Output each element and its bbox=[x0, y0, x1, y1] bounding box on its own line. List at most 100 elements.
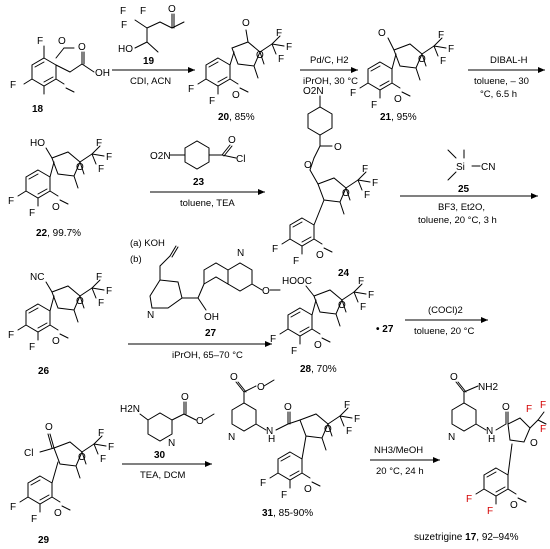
compound-31: O O N H N O O F F F F F O 31, 85-90% bbox=[228, 372, 360, 519]
atom-f: F bbox=[364, 190, 370, 201]
atom-o: O bbox=[76, 162, 84, 173]
atom-h: H bbox=[488, 434, 495, 445]
atom-o: O bbox=[304, 484, 312, 495]
atom-f: F bbox=[368, 290, 374, 301]
atom-n: N bbox=[228, 432, 235, 443]
atom-o: O bbox=[257, 382, 265, 393]
compound-number: 26 bbox=[38, 366, 50, 377]
compound-25: Si CN 25 bbox=[447, 149, 495, 195]
compound-28: HOOC O F F F F F O • 27 28, 70% bbox=[270, 276, 394, 375]
compound-name: suzetrigine 17, 92–94% bbox=[414, 532, 519, 543]
compound-number: 22, 99.7% bbox=[36, 228, 81, 239]
atom-f: F bbox=[96, 138, 102, 149]
atom-f: F bbox=[29, 342, 35, 353]
compound-24: O2N O O O F F F F F O 24 bbox=[272, 86, 378, 279]
atom-n: N bbox=[266, 426, 273, 437]
atom-n: N bbox=[486, 426, 493, 437]
atom-ho: HO bbox=[30, 138, 45, 149]
atom-no2: O2N bbox=[150, 151, 171, 162]
compound-number: 29 bbox=[38, 535, 50, 546]
atom-o: O bbox=[316, 250, 324, 261]
atom-f: F bbox=[293, 256, 299, 267]
conditions-step6-a: (a) KOH bbox=[130, 238, 165, 249]
atom-f: F bbox=[260, 478, 266, 489]
conditions-step7-above: (COCl)2 bbox=[428, 305, 463, 316]
atom-f: F bbox=[291, 346, 297, 357]
atom-o: O bbox=[168, 4, 176, 15]
atom-f: F bbox=[106, 286, 112, 297]
atom-f: F bbox=[98, 164, 104, 175]
conditions-step6-b: (b) bbox=[130, 254, 142, 265]
conditions-step3-above: DIBAL-H bbox=[490, 55, 528, 66]
atom-f: F bbox=[360, 302, 366, 313]
atom-f: F bbox=[10, 502, 16, 513]
atom-f: F bbox=[108, 442, 114, 453]
atom-f: F bbox=[100, 454, 106, 465]
atom-o: O bbox=[52, 336, 60, 347]
conditions-step9-below: 20 °C, 24 h bbox=[376, 466, 424, 477]
atom-o: O bbox=[378, 28, 386, 39]
atom-f: F bbox=[188, 84, 194, 95]
conditions-step1: CDI, ACN bbox=[130, 76, 171, 87]
compound-17: O NH2 N H N O O F F F F F O suzetrigine … bbox=[414, 372, 547, 543]
atom-f: F bbox=[362, 164, 368, 175]
atom-o: O bbox=[52, 202, 60, 213]
atom-f-highlight: F bbox=[540, 400, 546, 411]
atom-f: F bbox=[276, 28, 282, 39]
atom-f: F bbox=[10, 80, 16, 91]
atom-o: O bbox=[284, 402, 292, 413]
atom-f: F bbox=[350, 88, 356, 99]
atom-nc: NC bbox=[30, 272, 44, 283]
atom-n: N bbox=[237, 248, 244, 259]
atom-f-highlight: F bbox=[487, 506, 493, 517]
atom-f: F bbox=[448, 44, 454, 55]
compound-number: 27 bbox=[205, 328, 217, 339]
atom-f: F bbox=[37, 36, 43, 47]
atom-o: O bbox=[58, 36, 66, 47]
atom-o: O bbox=[510, 500, 518, 511]
atom-o: O bbox=[230, 372, 238, 383]
atom-f: F bbox=[286, 42, 292, 53]
atom-f: F bbox=[354, 414, 360, 425]
atom-o: O bbox=[450, 372, 458, 383]
atom-o: O bbox=[338, 300, 346, 311]
atom-f: F bbox=[272, 244, 278, 255]
atom-cn: CN bbox=[481, 162, 495, 173]
atom-f: F bbox=[440, 56, 446, 67]
compound-30: H2N N O O 30 bbox=[120, 392, 215, 461]
conditions-step5-line1: BF3, Et2O, bbox=[438, 202, 485, 213]
atom-o: O bbox=[394, 94, 402, 105]
atom-f: F bbox=[358, 276, 364, 287]
atom-f: F bbox=[120, 6, 126, 17]
atom-o: O bbox=[418, 54, 426, 65]
atom-f-highlight: F bbox=[526, 404, 532, 415]
atom-o: O bbox=[314, 340, 322, 351]
compound-number: 23 bbox=[193, 177, 205, 188]
conditions-step5-line2: toluene, 20 °C, 3 h bbox=[418, 215, 497, 226]
atom-f: F bbox=[140, 6, 146, 17]
compound-26: NC O F F F F F O 26 bbox=[8, 272, 112, 377]
atom-nh2: NH2 bbox=[478, 382, 498, 393]
atom-o: O bbox=[256, 50, 264, 61]
atom-o: O bbox=[78, 42, 86, 53]
compound-number: 30 bbox=[154, 450, 166, 461]
atom-f: F bbox=[98, 298, 104, 309]
atom-n: N bbox=[147, 310, 154, 321]
atom-f: F bbox=[31, 514, 37, 525]
compound-27: (a) KOH (b) N N OH O 27 bbox=[130, 238, 281, 339]
atom-o: O bbox=[262, 286, 270, 297]
compound-number: 18 bbox=[32, 104, 44, 115]
conditions-step3-below2: °C, 6.5 h bbox=[480, 89, 517, 100]
atom-o: O bbox=[324, 424, 332, 435]
atom-o: O bbox=[228, 135, 236, 146]
compound-18: F F O O OH 18 bbox=[10, 36, 110, 115]
atom-no2: O2N bbox=[303, 86, 324, 97]
atom-si: Si bbox=[456, 162, 465, 173]
atom-o: O bbox=[232, 90, 240, 101]
atom-f: F bbox=[270, 334, 276, 345]
atom-oh: OH bbox=[204, 312, 219, 323]
atom-f: F bbox=[106, 152, 112, 163]
conditions-step6: iPrOH, 65–70 °C bbox=[172, 350, 243, 361]
atom-n: N bbox=[168, 438, 175, 449]
atom-f: F bbox=[346, 426, 352, 437]
